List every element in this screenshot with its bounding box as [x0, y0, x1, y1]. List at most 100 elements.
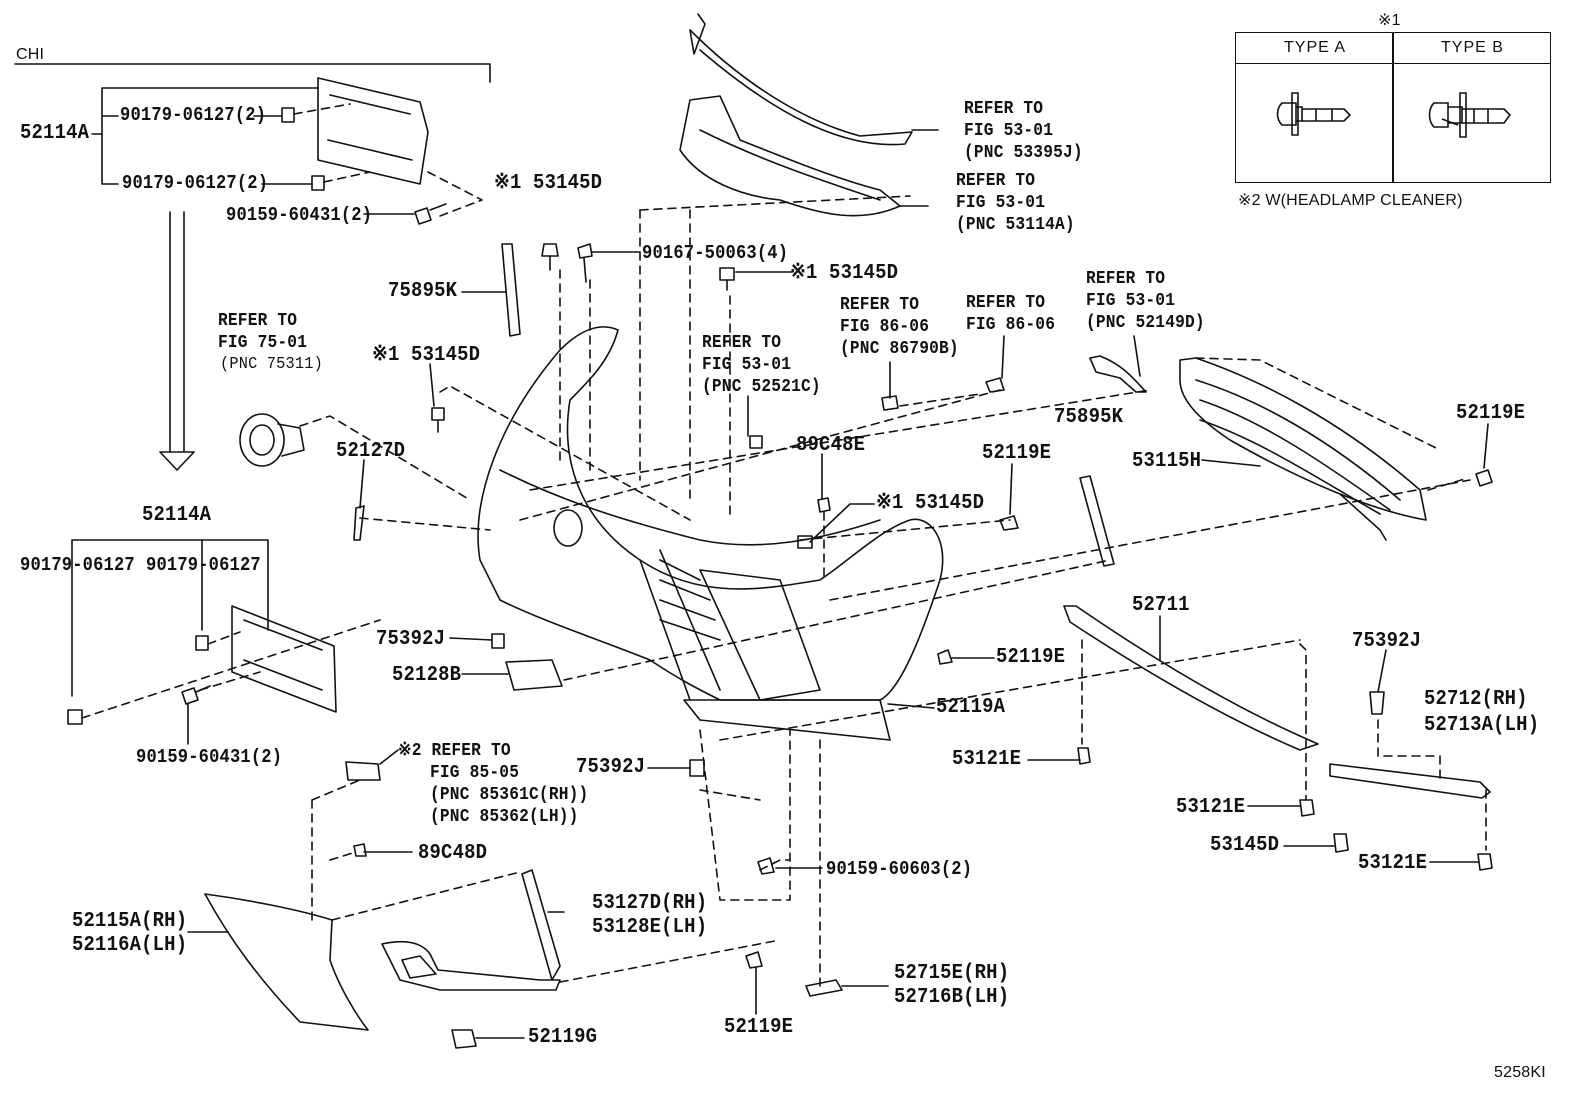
label-52119G: 52119G [528, 1026, 598, 1049]
clip-52119G [451, 1029, 477, 1049]
upper-molding [689, 29, 913, 146]
radiator-grille [1179, 357, 1427, 541]
upper-absorber [679, 95, 901, 217]
label-ref-52149D-line1: REFER TO [1086, 269, 1166, 289]
clip-type-b-icon [1428, 92, 1512, 138]
label-52711: 52711 [1132, 594, 1190, 617]
label-ref-85-05-line3: (PNC 85361C(RH)) [430, 785, 589, 805]
label-screw-90167: 90167-50063(4) [642, 242, 789, 264]
figure-code: 5258KI [1494, 1064, 1546, 1081]
inset-clip-drawings [1276, 92, 1512, 138]
clip-icons [345, 243, 1493, 969]
fog-bezel [204, 893, 369, 1031]
label-53121E-b: 53121E [1176, 796, 1246, 819]
lip-52712 [1329, 763, 1491, 799]
label-ref-86-06-line1: REFER TO [966, 293, 1046, 313]
label-chi: CHI [16, 46, 45, 63]
label-ref-86790B-line2: FIG 86-06 [840, 317, 930, 337]
label-52716B-lh: 52716B(LH) [894, 986, 1010, 1009]
label-75895K-right: 75895K [1054, 406, 1124, 429]
inset-type-b: TYPE B [1441, 39, 1504, 56]
label-52713A-lh: 52713A(LH) [1424, 714, 1540, 737]
label-52712-rh: 52712(RH) [1424, 688, 1528, 711]
label-53145D-mid: ※1 53145D [790, 262, 899, 285]
label-bolt-top-1: 90179-06127(2) [120, 104, 267, 126]
label-ref-75-line1: REFER TO [218, 311, 298, 331]
label-53115H: 53115H [1132, 450, 1202, 473]
label-ref-86790B-line3: (PNC 86790B) [840, 339, 959, 359]
leader-52114A-mid [71, 539, 269, 697]
leader-52114A-top [91, 87, 319, 185]
label-ref-85-05-line1: ※2 REFER TO [398, 741, 511, 761]
label-53145D-center: ※1 53145D [876, 492, 985, 515]
bezel-53127D [381, 940, 561, 991]
label-89C48E: 89C48E [796, 434, 866, 457]
label-ref-52521C-line3: (PNC 52521C) [702, 377, 821, 397]
label-52116A-lh: 52116A(LH) [72, 934, 188, 957]
leader-lines [187, 115, 1489, 1039]
label-ref-52521C-line1: REFER TO [702, 333, 782, 353]
label-52128B: 52128B [392, 664, 462, 687]
label-53128E-lh: 53128E(LH) [592, 916, 708, 939]
label-ref-52149D-line3: (PNC 52149D) [1086, 313, 1205, 333]
label-ref-53114A-line2: FIG 53-01 [956, 193, 1046, 213]
label-52715E-rh: 52715E(RH) [894, 962, 1010, 985]
inset-divider [1392, 33, 1394, 182]
label-ref-86-06-line2: FIG 86-06 [966, 315, 1056, 335]
label-75895K-left: 75895K [388, 280, 458, 303]
label-ref-53395J-line2: FIG 53-01 [964, 121, 1054, 141]
strip-75895K-right [1079, 475, 1115, 567]
inset-type-a: TYPE A [1284, 39, 1347, 56]
label-ref-75-line2: FIG 75-01 [218, 333, 308, 353]
label-52114A-mid: 52114A [142, 504, 212, 527]
license-plate-bracket [67, 605, 337, 725]
label-52119E-right: 52119E [1456, 402, 1526, 425]
label-ref-53114A-line1: REFER TO [956, 171, 1036, 191]
label-ref-53395J-line1: REFER TO [964, 99, 1044, 119]
fog-lamp [239, 413, 305, 467]
arrow-down [159, 211, 195, 471]
label-ref-52521C-line2: FIG 53-01 [702, 355, 792, 375]
label-ref-75-line3: (PNC 75311) [220, 355, 323, 374]
bracket-52149D [1089, 355, 1147, 393]
label-75392J-bottom: 75392J [576, 756, 646, 779]
label-53127D-rh: 53127D(RH) [592, 892, 708, 915]
clip-type-a-icon [1276, 92, 1352, 136]
label-ref-85-05-line2: FIG 85-05 [430, 763, 520, 783]
reinforcement-52711 [1063, 605, 1319, 751]
label-ref-86790B-line1: REFER TO [840, 295, 920, 315]
label-ref-53114A-line3: (PNC 53114A) [956, 215, 1075, 235]
label-52119E-bottom: 52119E [724, 1016, 794, 1039]
label-screw-top: 90159-60431(2) [226, 204, 373, 226]
label-52115A-rh: 52115A(RH) [72, 910, 188, 933]
label-screw-bottom: 90159-60431(2) [136, 746, 283, 768]
label-89C48D: 89C48D [418, 842, 488, 865]
label-52114A-top: 52114A [20, 122, 90, 145]
label-75392J-left: 75392J [376, 628, 446, 651]
label-ref-53395J-line3: (PNC 53395J) [964, 143, 1083, 163]
label-75392J-right: 75392J [1352, 630, 1422, 653]
label-nut-left: 90179-06127 [20, 554, 135, 576]
label-ref-85-05-line4: (PNC 85362(LH)) [430, 807, 579, 827]
label-52119A: 52119A [936, 696, 1006, 719]
assembly-lines [359, 195, 1471, 987]
label-90159-60603: 90159-60603(2) [826, 858, 973, 880]
screw-mid-icon [181, 685, 211, 745]
license-bracket-top [281, 77, 429, 191]
label-ref-52149D-line2: FIG 53-01 [1086, 291, 1176, 311]
label-52127D: 52127D [336, 440, 406, 463]
label-nut-right: 90179-06127 [146, 554, 261, 576]
inset-footnote: ※2 W(HEADLAMP CLEANER) [1238, 192, 1463, 209]
label-53121E-a: 53121E [952, 748, 1022, 771]
label-bolt-top-2: 90179-06127(2) [122, 172, 269, 194]
chi-bracket [14, 63, 491, 83]
label-52119E-mid: 52119E [996, 646, 1066, 669]
strip-75895K-left [501, 243, 521, 337]
inset-note: ※1 [1378, 12, 1401, 29]
label-53145D-top: ※1 53145D [494, 172, 603, 195]
label-53145D-left: ※1 53145D [372, 344, 481, 367]
clip-type-inset: TYPE A TYPE B [1235, 32, 1551, 183]
garnish-52715E [805, 979, 843, 997]
